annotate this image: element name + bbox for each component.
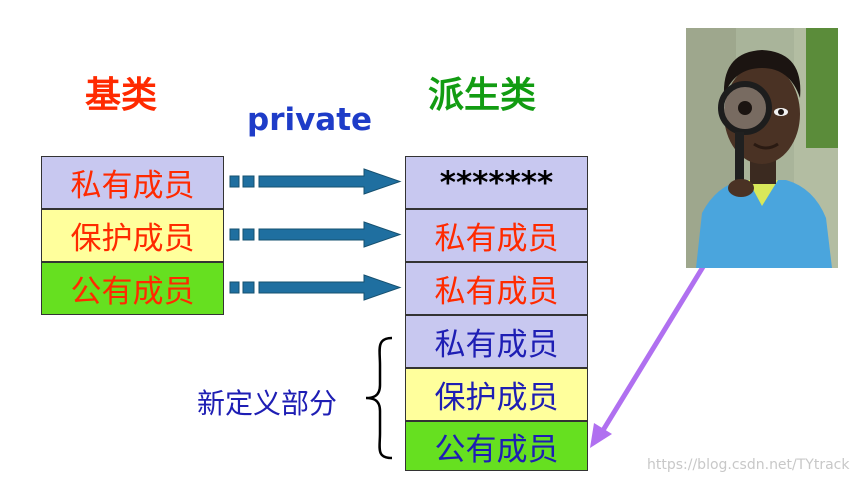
new-definition-label: 新定义部分 [197, 387, 338, 420]
arrow-private-to-hidden [229, 168, 402, 195]
inheritance-type-label: private [247, 102, 373, 138]
derived-class-title: 派生类 [428, 75, 537, 116]
new-part-brace [365, 336, 393, 460]
arrow-protected-to-private [229, 221, 402, 248]
purple-pointer-line [599, 260, 709, 434]
base-protected-row: 保护成员 [41, 209, 224, 262]
watermark-text: https://blog.csdn.net/TYtrack [647, 457, 850, 473]
derived-inherited-private-row-1: 私有成员 [405, 209, 588, 262]
derived-hidden-row: ******* [405, 156, 588, 209]
base-class-title: 基类 [85, 75, 158, 116]
arrow-public-to-private [229, 274, 402, 301]
derived-new-public-row: 公有成员 [405, 421, 588, 471]
boy-with-magnifying-glass-photo [686, 28, 838, 268]
base-public-row: 公有成员 [41, 262, 224, 315]
derived-new-private-row: 私有成员 [405, 315, 588, 368]
base-private-row: 私有成员 [41, 156, 224, 209]
derived-new-protected-row: 保护成员 [405, 368, 588, 421]
purple-pointer-head [590, 423, 612, 448]
derived-inherited-private-row-2: 私有成员 [405, 262, 588, 315]
